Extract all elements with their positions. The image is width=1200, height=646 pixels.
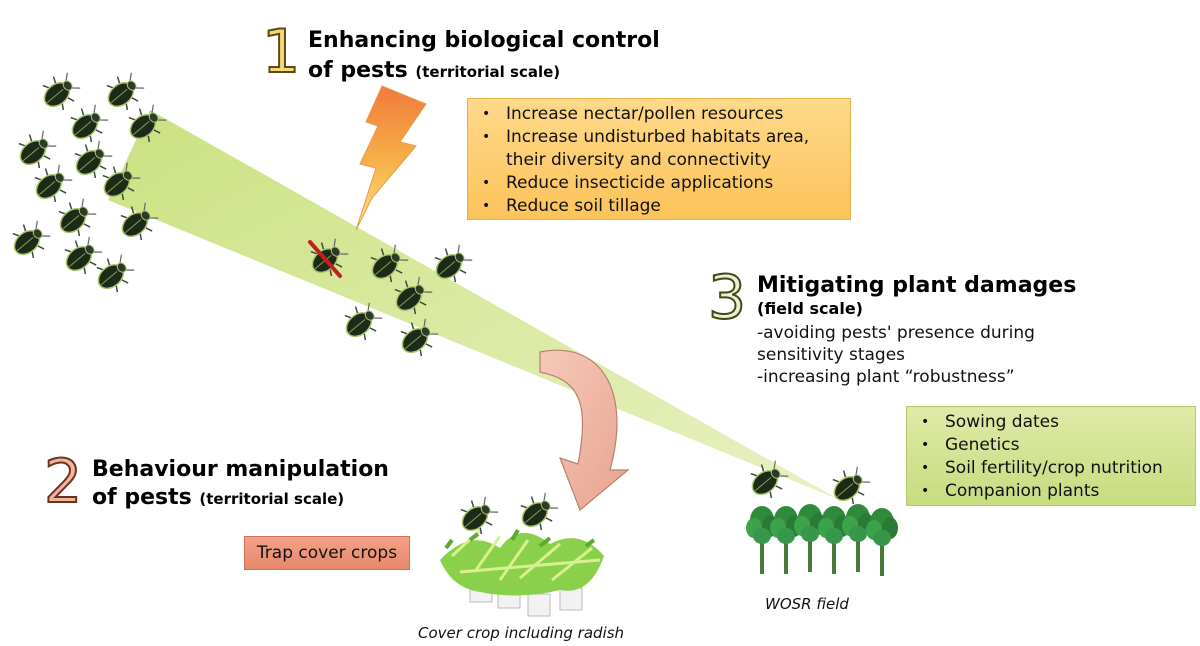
beetle-icon xyxy=(63,99,113,149)
section-3-number: 3 xyxy=(707,263,747,333)
list-item: Increase nectar/pollen resources xyxy=(468,103,840,126)
section-3-description: -increasing plant “robustness” xyxy=(757,367,1015,387)
section-2-title: Behaviour manipulation xyxy=(92,457,389,482)
list-item: Increase undisturbed habitats area, xyxy=(468,126,840,149)
beetle-icon xyxy=(27,159,77,209)
rapeseed-plant-icon xyxy=(746,504,898,576)
list-item: Companion plants xyxy=(907,480,1185,503)
section-2-subtitle: of pests (territorial scale) xyxy=(92,485,345,510)
section-3-title: Mitigating plant damages xyxy=(757,273,1077,298)
beetle-icon xyxy=(5,215,55,265)
section-2-scale: (territorial scale) xyxy=(199,490,345,508)
beetle-icon xyxy=(35,67,85,117)
beetle-icon xyxy=(51,193,101,243)
list-item: Sowing dates xyxy=(907,411,1185,434)
beetle-icon xyxy=(57,231,107,281)
wosr-field-caption: WOSR field xyxy=(765,595,849,613)
list-item-continuation: their diversity and connectivity xyxy=(506,150,772,170)
section-1-scale: (territorial scale) xyxy=(415,63,561,81)
section-3-description: -avoiding pests' presence during xyxy=(757,323,1035,343)
list-item: Reduce insecticide applications xyxy=(468,172,840,195)
beetle-icon xyxy=(825,461,875,511)
section-1-title: Enhancing biological control xyxy=(308,28,660,53)
curved-arrow-icon xyxy=(539,349,630,511)
beetle-icon xyxy=(11,125,61,175)
section-3-scale: (field scale) xyxy=(757,299,863,318)
pest-beam xyxy=(108,110,840,500)
beetle-icon xyxy=(89,249,139,299)
strike-mark-icon xyxy=(308,240,342,278)
lightning-icon xyxy=(355,85,427,231)
section-1-number: 1 xyxy=(261,17,301,87)
list-item: Soil fertility/crop nutrition xyxy=(907,457,1185,480)
radish-plant-icon xyxy=(440,528,604,617)
beetle-icon xyxy=(513,487,563,537)
section-1-actions-box: Increase nectar/pollen resources Increas… xyxy=(467,98,851,220)
section-3-description: sensitivity stages xyxy=(757,345,906,365)
section-1-subtitle: of pests (territorial scale) xyxy=(308,58,561,83)
section-2-number: 2 xyxy=(43,447,83,517)
list-item: Genetics xyxy=(907,434,1185,457)
list-item: Reduce soil tillage xyxy=(468,195,840,218)
cover-crop-caption: Cover crop including radish xyxy=(418,624,625,642)
beetle-icon xyxy=(67,135,117,185)
trap-cover-crops-box: Trap cover crops xyxy=(244,536,410,570)
beetle-on-cover-crop xyxy=(453,487,563,541)
section-3-actions-box: Sowing dates Genetics Soil fertility/cro… xyxy=(906,406,1196,506)
beetle-icon xyxy=(99,67,149,117)
